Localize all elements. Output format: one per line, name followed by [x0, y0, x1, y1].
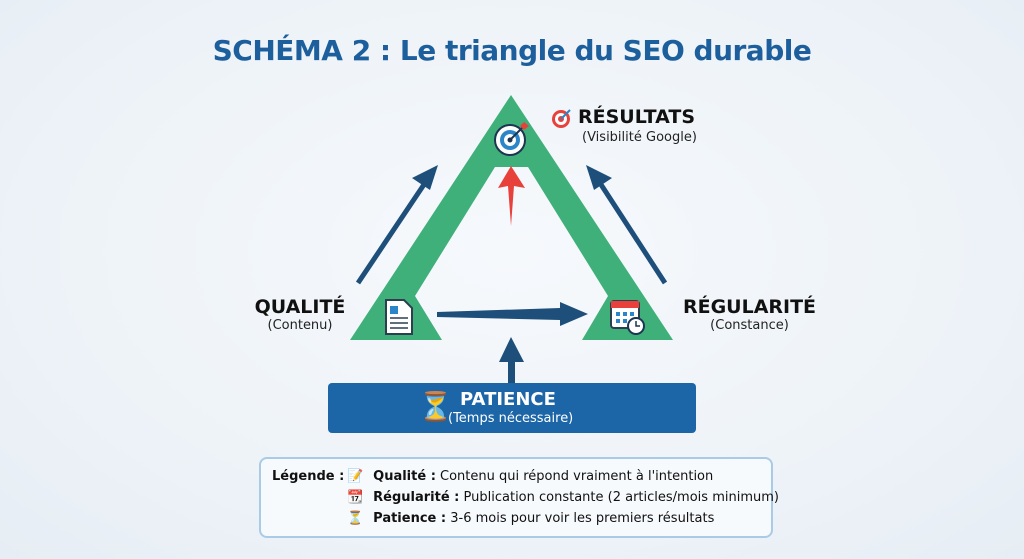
arrow-regularite-to-resultats [586, 165, 668, 285]
legend-term: Qualité : [373, 469, 436, 484]
qualite-sub: (Contenu) [267, 318, 333, 333]
regularite-sub: (Constance) [710, 318, 789, 333]
legend-desc: Publication constante (2 articles/mois m… [463, 490, 779, 505]
legend-box: Légende : 📝 Qualité : Contenu qui répond… [259, 457, 779, 538]
legend-desc: Contenu qui répond vraiment à l'intentio… [440, 469, 714, 484]
target-icon [494, 122, 529, 156]
legend-title: Légende : [272, 469, 345, 484]
patience-label: PATIENCE [460, 389, 556, 410]
resultats-sub: (Visibilité Google) [582, 130, 697, 145]
hourglass-icon: ⏳ [347, 511, 364, 526]
memo-icon: 📝 [347, 469, 364, 484]
node-regularite: RÉGULARITÉ (Constance) [672, 296, 827, 333]
resultats-label: RÉSULTATS [578, 106, 696, 128]
target-small-icon [552, 109, 571, 128]
calendar-clock-icon [610, 300, 645, 335]
legend-item: 📝 Qualité : Contenu qui répond vraiment … [347, 469, 713, 484]
qualite-label: QUALITÉ [254, 296, 346, 318]
legend-desc: 3-6 mois pour voir les premiers résultat… [450, 511, 715, 526]
legend-item: ⏳ Patience : 3-6 mois pour voir les prem… [347, 511, 714, 526]
node-qualite: QUALITÉ (Contenu) [240, 296, 360, 333]
arrow-qualite-to-regularite [437, 302, 588, 326]
legend-term: Patience : [373, 511, 447, 526]
legend-item: 📆 Régularité : Publication constante (2 … [347, 490, 779, 505]
node-patience: ⏳ PATIENCE (Temps nécessaire) [328, 383, 696, 433]
page-title: SCHÉMA 2 : Le triangle du SEO durable [212, 34, 812, 67]
arrow-red-up [498, 166, 525, 226]
document-icon [385, 299, 413, 335]
hourglass-icon: ⏳ [418, 390, 453, 423]
arrow-patience-up [499, 337, 524, 384]
arrow-qualite-to-resultats [355, 165, 438, 285]
regularite-label: RÉGULARITÉ [682, 296, 817, 318]
legend-term: Régularité : [373, 490, 460, 505]
calendar-icon: 📆 [347, 490, 364, 505]
patience-sub: (Temps nécessaire) [448, 411, 574, 426]
